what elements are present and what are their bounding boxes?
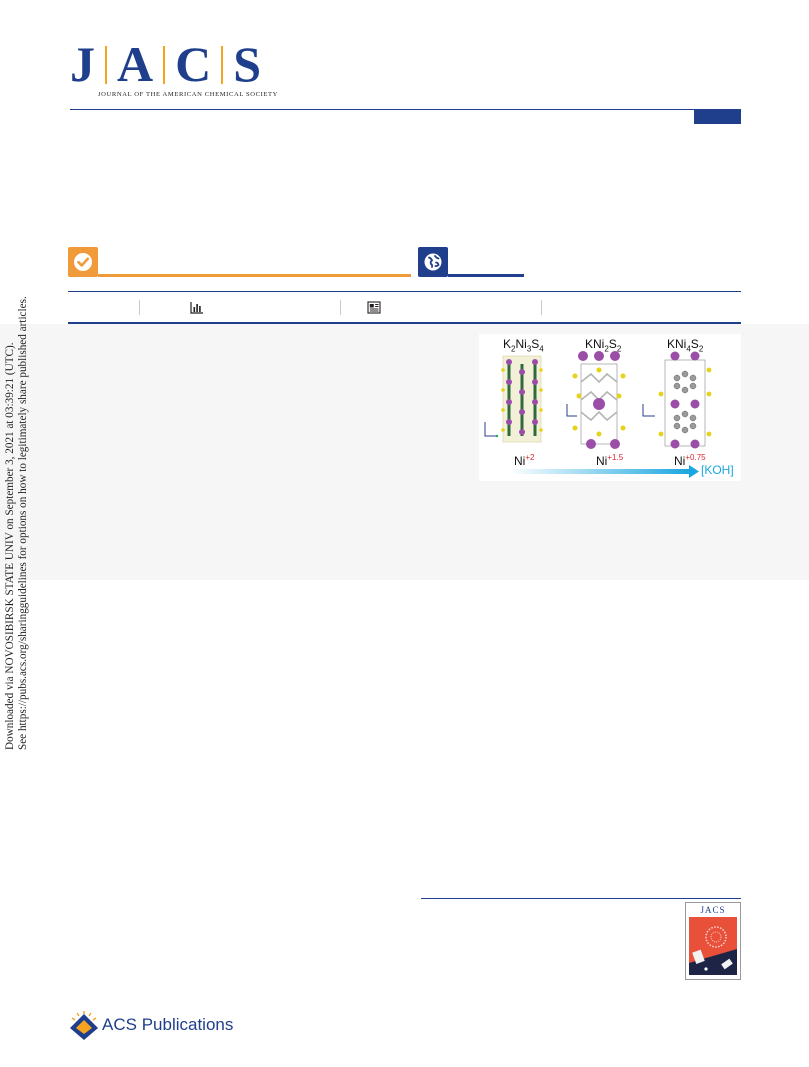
footer-rule xyxy=(421,898,741,899)
metrics-bar-top-rule xyxy=(68,291,741,292)
toc-crystal-structures xyxy=(484,351,712,478)
toc-formula-kni2s2: KNi2S2 xyxy=(585,337,622,354)
open-access-rule xyxy=(98,274,411,277)
toc-formula-k2ni3s4: K2Ni3S4 xyxy=(503,337,544,354)
toc-oxidation-3: Ni+0.75 xyxy=(674,453,706,468)
toc-graphic: K2Ni3S4 KNi2S2 KNi4S2 xyxy=(479,334,741,481)
header-rule xyxy=(70,109,741,110)
article-icon[interactable] xyxy=(367,301,381,314)
acs-publications-wordmark: ACS Publications xyxy=(102,1015,234,1034)
journal-cover-thumbnail[interactable]: JACS xyxy=(685,902,741,980)
logo-divider xyxy=(163,46,166,84)
download-note-line-1: Downloaded via NOVOSIBIRSK STATE UNIV on… xyxy=(4,342,16,750)
k2ni3s4-structure xyxy=(484,359,543,438)
journal-subtitle: JOURNAL OF THE AMERICAN CHEMICAL SOCIETY xyxy=(98,91,278,98)
metrics-separator xyxy=(139,300,140,315)
globe-icon[interactable] xyxy=(418,247,448,277)
toc-koh-label: [KOH] xyxy=(701,463,734,477)
license-rule xyxy=(448,274,524,277)
logo-letter-j: J xyxy=(70,36,95,92)
acs-emblem-icon xyxy=(70,1011,98,1040)
toc-formula-kni4s2: KNi4S2 xyxy=(667,337,704,354)
journal-logo: J A C S JOURNAL OF THE AMERICAN CHEMICAL… xyxy=(70,36,285,104)
check-circle-icon[interactable] xyxy=(68,247,98,277)
cover-artwork xyxy=(689,917,737,975)
kni2s2-structure xyxy=(566,351,626,449)
article-type-tab xyxy=(694,109,741,124)
acs-publications-logo[interactable]: ACS Publications xyxy=(68,1010,233,1042)
download-note-line-2: See https://pubs.acs.org/sharingguidelin… xyxy=(17,296,29,750)
cover-title: JACS xyxy=(700,905,726,915)
download-note: Downloaded via NOVOSIBIRSK STATE UNIV on… xyxy=(4,296,34,750)
logo-letter-c: C xyxy=(175,36,212,92)
trend-arrow-shaft xyxy=(509,469,691,474)
logo-letter-s: S xyxy=(233,36,262,92)
bar-chart-icon[interactable] xyxy=(190,301,204,314)
metrics-bar-bottom-rule xyxy=(68,322,741,324)
toc-oxidation-1: Ni+2 xyxy=(514,453,535,468)
logo-divider xyxy=(221,46,224,84)
logo-divider xyxy=(105,46,107,84)
kni4s2-structure xyxy=(642,351,712,449)
metrics-separator xyxy=(340,300,341,315)
metrics-separator xyxy=(541,300,542,315)
logo-letter-a: A xyxy=(117,36,154,92)
trend-arrow-head xyxy=(689,465,699,478)
toc-oxidation-2: Ni+1.5 xyxy=(596,453,624,468)
